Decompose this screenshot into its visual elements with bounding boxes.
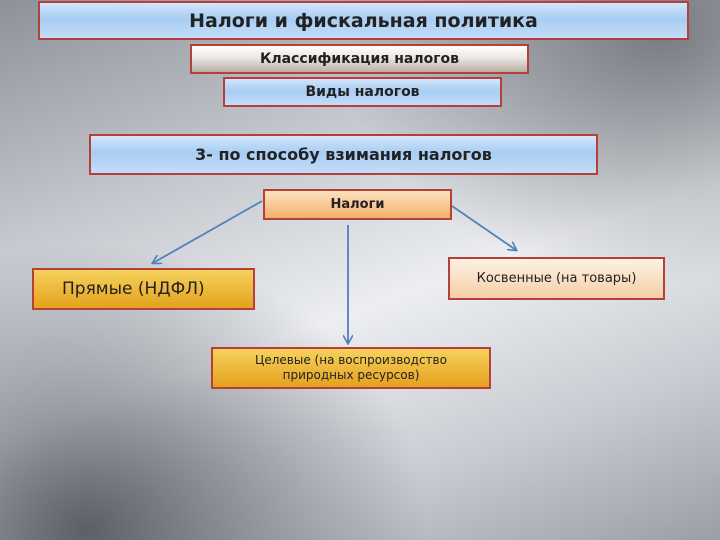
slide-title: Налоги и фискальная политика — [38, 1, 689, 40]
targeted-taxes-node: Целевые (на воспроизводство природных ре… — [211, 347, 491, 389]
arrow-to-indirect — [451, 205, 516, 250]
indirect-taxes-node: Косвенные (на товары) — [448, 257, 665, 300]
collection-method-box: 3- по способу взимания налогов — [89, 134, 598, 175]
taxes-root-node: Налоги — [263, 189, 452, 220]
targeted-taxes-line2: природных ресурсов) — [282, 368, 420, 382]
targeted-taxes-line1: Целевые (на воспроизводство — [255, 353, 447, 367]
direct-taxes-node: Прямые (НДФЛ) — [32, 268, 255, 310]
classification-box: Классификация налогов — [190, 44, 529, 74]
tax-types-box: Виды налогов — [223, 77, 502, 107]
arrow-to-direct — [153, 200, 263, 263]
